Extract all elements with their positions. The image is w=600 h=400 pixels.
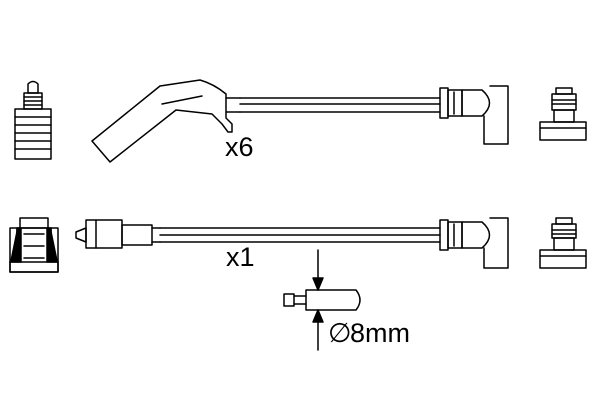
ignition-cable (159, 227, 441, 243)
ignition-cable (239, 97, 441, 113)
diameter-symbol: ∅ (328, 318, 352, 348)
coil-socket-icon (9, 217, 59, 273)
distributor-terminal-icon (539, 217, 587, 269)
row-1-quantity-label: x6 (225, 132, 254, 162)
angled-plug-boot (91, 79, 241, 163)
row-2-quantity-label: x1 (226, 242, 255, 272)
straight-coil-connector (75, 219, 161, 249)
distributor-boot (439, 217, 509, 269)
distributor-terminal-icon (539, 87, 587, 141)
cable-diameter-detail (283, 249, 361, 351)
spark-plug-terminal-icon (14, 80, 52, 160)
distributor-boot (439, 85, 509, 145)
diameter-value-label: 8mm (350, 318, 410, 348)
